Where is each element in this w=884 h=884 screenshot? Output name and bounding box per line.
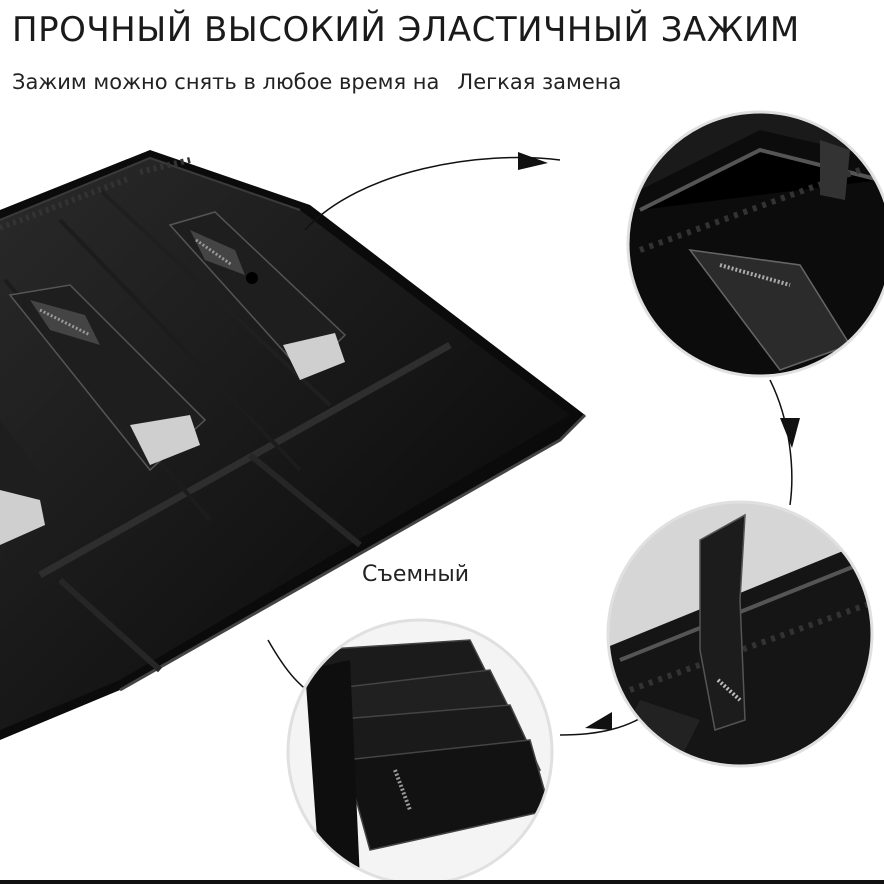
removable-label: Съемный: [362, 562, 470, 587]
arrow-left-icon: [585, 712, 612, 730]
spring-clip: [0, 420, 45, 560]
cash-tray: [0, 150, 587, 740]
bottom-divider: [0, 880, 884, 884]
headline-subtitle: Зажим можно снять в любое время на Легкая…: [12, 70, 621, 94]
arrow-right-icon: [518, 152, 548, 170]
subtitle-part-2: Легкая замена: [457, 70, 622, 94]
detail-circle-clip-closeup: [626, 110, 884, 378]
arrow-down-icon: [780, 418, 800, 448]
detail-circle-clip-raised: [606, 500, 874, 768]
spring-clip: [8, 284, 207, 472]
headline-title: ПРОЧНЫЙ ВЫСОКИЙ ЭЛАСТИЧНЫЙ ЗАЖИМ: [12, 10, 800, 50]
spring-clip: [168, 211, 347, 380]
detail-circle-clips-stack: [286, 618, 554, 884]
subtitle-part-1: Зажим можно снять в любое время на: [12, 70, 440, 94]
